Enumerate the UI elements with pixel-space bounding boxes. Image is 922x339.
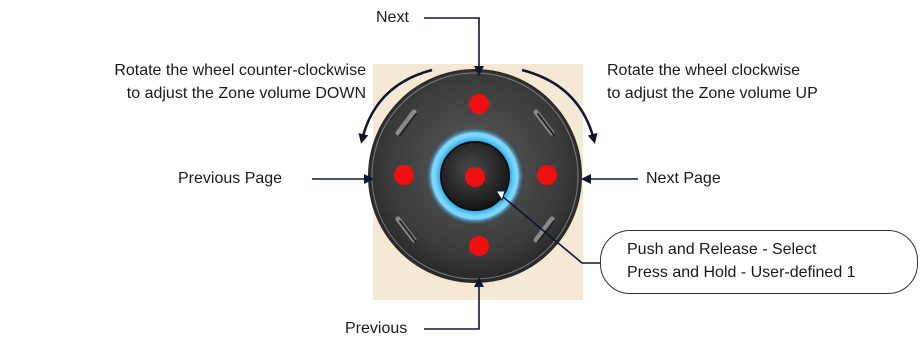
center-connector	[495, 190, 600, 264]
center-callout: Push and Release - Select Press and Hold…	[600, 230, 918, 294]
label-cw-line2: to adjust the Zone volume UP	[607, 85, 818, 102]
label-ccw-line1: Rotate the wheel counter-clockwise	[114, 62, 366, 79]
markers	[394, 94, 557, 256]
groove-bottom-right	[533, 216, 555, 243]
callout-line2: Press and Hold - User-defined 1	[627, 264, 856, 281]
label-cw-line1: Rotate the wheel clockwise	[607, 62, 800, 79]
label-next: Next	[376, 9, 409, 26]
label-previous: Previous	[345, 320, 408, 337]
label-ccw-line2: to adjust the Zone volume DOWN	[126, 85, 366, 102]
ccw-arrow	[358, 68, 433, 144]
marker-top	[469, 94, 489, 114]
callout-line1: Push and Release - Select	[627, 241, 817, 258]
label-next-page: Next Page	[646, 170, 721, 187]
label-previous-page: Previous Page	[178, 170, 283, 187]
previous-connector	[424, 277, 484, 330]
marker-right	[537, 165, 557, 185]
groove-top-left	[395, 109, 417, 136]
cw-arrow	[521, 68, 598, 144]
marker-center	[465, 167, 485, 187]
next-connector	[424, 17, 484, 76]
marker-bottom	[469, 236, 489, 256]
marker-left	[394, 165, 414, 185]
